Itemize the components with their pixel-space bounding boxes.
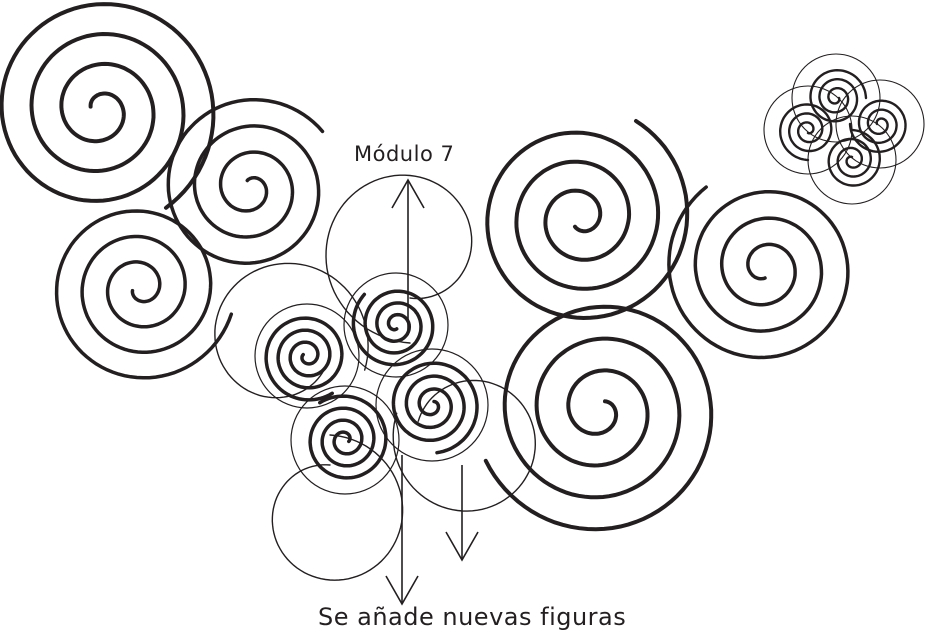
spiral-figure: [809, 68, 868, 123]
spiral-figure: [778, 103, 833, 162]
module-ring: [254, 303, 360, 409]
spiral-figure: [848, 99, 907, 154]
spiral-figure: [827, 128, 882, 187]
module-ring: [375, 348, 489, 462]
spiral-figure: [485, 119, 690, 321]
spiral-figure: [271, 434, 404, 581]
spiral-figure: [0, 2, 216, 210]
spiral-figure: [483, 304, 714, 532]
spiral-figure: [667, 185, 850, 360]
spiral-figure: [264, 316, 344, 402]
arrow-up-head: [391, 178, 425, 209]
mini-module-ring: [763, 85, 853, 175]
module-label: Módulo 7: [354, 142, 455, 166]
module-ring: [290, 385, 400, 495]
mini-module-ring: [835, 79, 925, 169]
spiral-figure: [351, 289, 435, 367]
spiral-figure: [308, 394, 388, 480]
mini-module-ring: [807, 115, 897, 205]
arrow-down-right-head: [445, 531, 479, 562]
spiral-figure: [214, 262, 369, 399]
spiral-figure: [54, 209, 234, 380]
module-ring: [343, 272, 449, 378]
mini-module-ring: [791, 53, 881, 143]
arrow-down-left-head: [385, 575, 419, 606]
new-figures-label: Se añade nuevas figuras: [318, 603, 627, 631]
spiral-figure: [392, 379, 537, 512]
spiral-figure: [325, 174, 473, 344]
